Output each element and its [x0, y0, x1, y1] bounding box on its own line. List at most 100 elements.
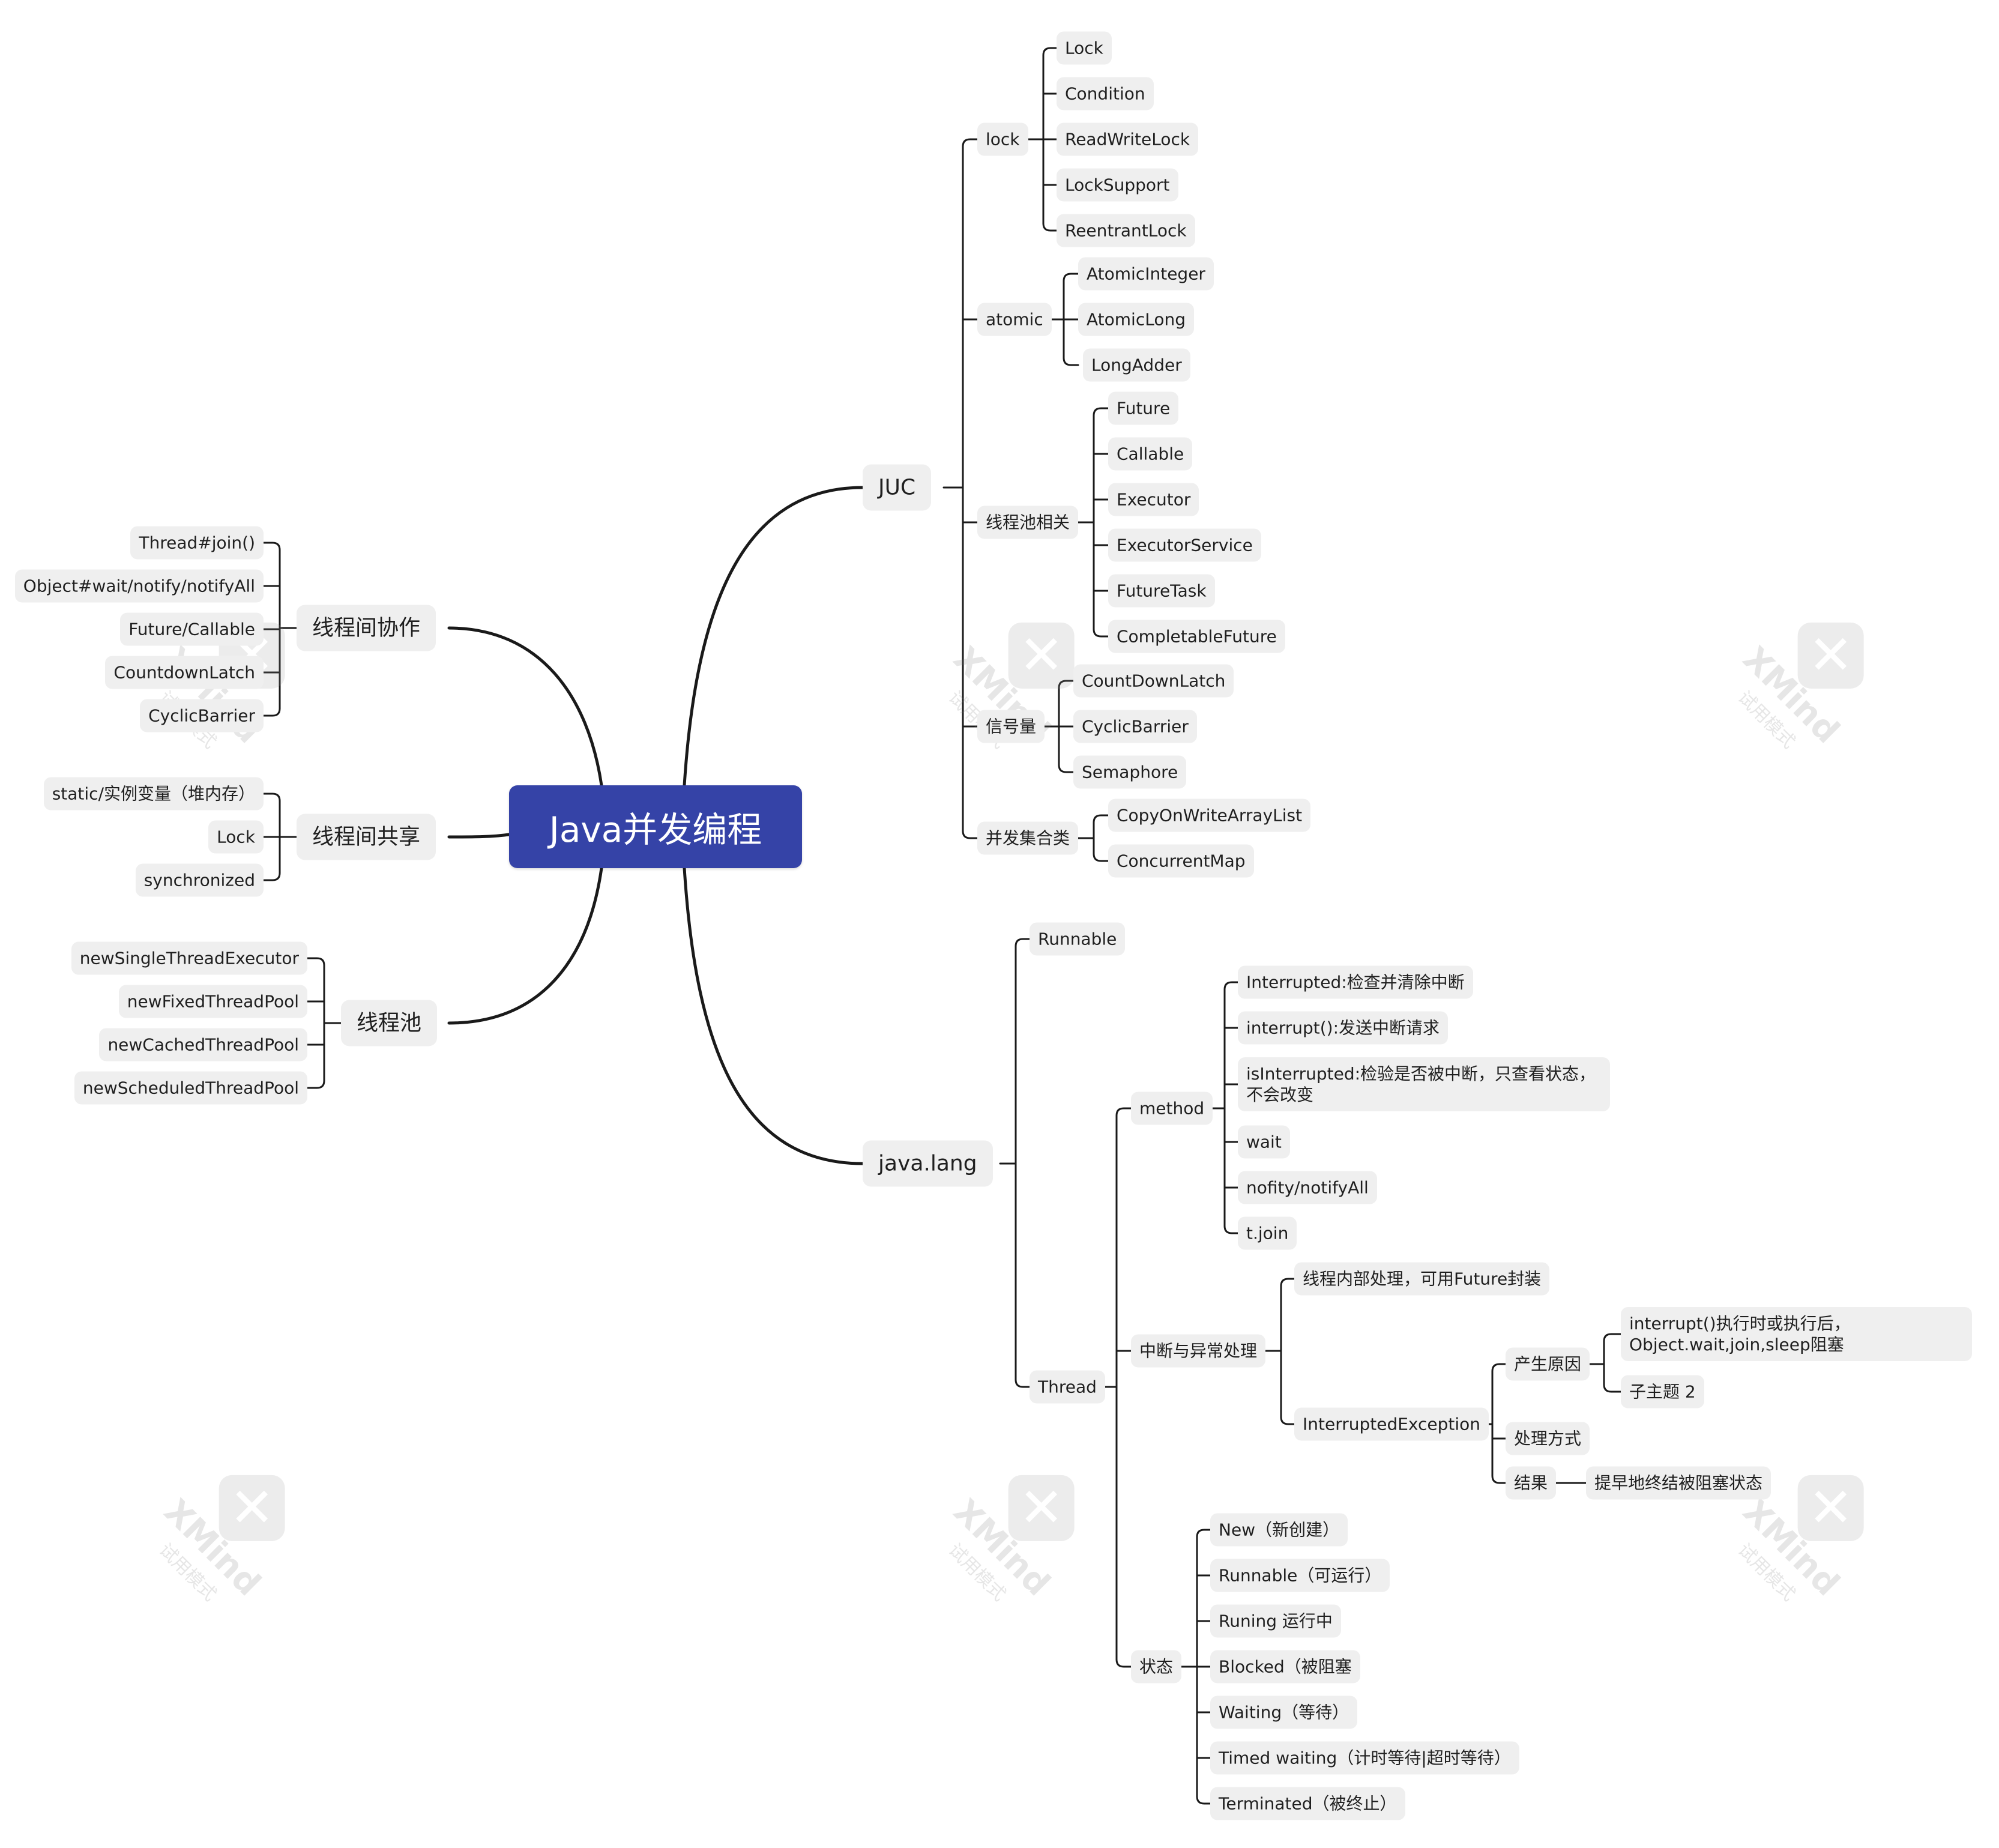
atomic-item[interactable]: AtomicLong [1078, 303, 1194, 336]
interrupt-inner[interactable]: 线程内部处理，可用Future封装 [1294, 1262, 1550, 1296]
connector-line [1063, 357, 1079, 366]
method-item[interactable]: wait [1238, 1125, 1290, 1159]
connector-line [1223, 1225, 1239, 1234]
state-item[interactable]: Runnable（可运行） [1210, 1559, 1390, 1592]
connector-line [1015, 938, 1031, 947]
state-item[interactable]: Waiting（等待） [1210, 1696, 1358, 1729]
connector-line [1042, 222, 1058, 232]
atomic-item[interactable]: AtomicInteger [1078, 257, 1214, 291]
coll-item[interactable]: ConcurrentMap [1108, 844, 1254, 878]
tpool-item[interactable]: newSingleThreadExecutor [71, 941, 307, 975]
connector-line [962, 830, 978, 839]
method-item[interactable]: nofity/notifyAll [1238, 1171, 1377, 1204]
branch-threadpool[interactable]: 线程池 [341, 1000, 438, 1046]
root-to-coop [447, 626, 603, 787]
connector-line [1115, 1658, 1132, 1668]
sem-item[interactable]: CyclicBarrier [1073, 710, 1197, 743]
juc-semaphore[interactable]: 信号量 [977, 710, 1045, 743]
thread-method[interactable]: method [1131, 1092, 1213, 1125]
coll-item[interactable]: CopyOnWriteArrayList [1108, 799, 1311, 832]
connector-line [1015, 1378, 1031, 1388]
connector-line [1603, 1383, 1622, 1393]
method-item[interactable]: interrupt():发送中断请求 [1238, 1011, 1449, 1045]
root-to-share [447, 833, 511, 839]
coop-item[interactable]: Future/Callable [120, 612, 264, 646]
connector-line [262, 707, 281, 717]
connector-line [306, 957, 325, 967]
state-item[interactable]: Timed waiting（计时等待|超时等待） [1210, 1741, 1519, 1775]
share-item[interactable]: Lock [208, 820, 264, 854]
root-topic[interactable]: Java并发编程 [509, 785, 802, 868]
connector-line [1491, 1475, 1507, 1484]
branch-juc[interactable]: JUC [863, 464, 932, 511]
connector-line [262, 793, 281, 802]
atomic-item[interactable]: LongAdder [1083, 348, 1190, 382]
tpool-item[interactable]: newFixedThreadPool [118, 985, 307, 1018]
interrupted-exception[interactable]: InterruptedException [1294, 1407, 1489, 1441]
connector-line [962, 138, 978, 148]
root-to-threadpool [447, 866, 603, 1025]
sem-item[interactable]: Semaphore [1073, 755, 1187, 789]
cause-item[interactable]: interrupt()执行时或执行后，Object.wait,join,slee… [1621, 1307, 1972, 1361]
state-item[interactable]: New（新创建） [1210, 1513, 1348, 1547]
pool-item[interactable]: ExecutorService [1108, 528, 1261, 562]
root-to-juc [683, 486, 864, 787]
connector-line [1115, 1107, 1132, 1117]
branch-thread-coop[interactable]: 线程间协作 [297, 605, 436, 651]
pool-item[interactable]: FutureTask [1108, 574, 1215, 608]
coop-item[interactable]: CountdownLatch [105, 656, 264, 689]
sem-item[interactable]: CountDownLatch [1073, 664, 1234, 698]
root-to-lang [683, 866, 864, 1165]
connector-line [1058, 764, 1075, 773]
thread-interrupt-handling[interactable]: 中断与异常处理 [1131, 1334, 1266, 1368]
juc-atomic[interactable]: atomic [977, 303, 1052, 336]
method-item[interactable]: t.join [1238, 1216, 1297, 1250]
lock-item[interactable]: ReentrantLock [1057, 214, 1195, 247]
connector-line [1196, 1529, 1211, 1538]
juc-collections[interactable]: 并发集合类 [977, 821, 1079, 855]
lang-runnable[interactable]: Runnable [1030, 922, 1126, 956]
coop-item[interactable]: CyclicBarrier [140, 699, 264, 732]
ie-result[interactable]: 结果 [1506, 1466, 1557, 1500]
connector-line [1223, 981, 1239, 991]
lang-thread[interactable]: Thread [1030, 1370, 1105, 1404]
connector-line [1058, 680, 1075, 689]
pool-item[interactable]: Executor [1108, 483, 1199, 516]
lock-item[interactable]: ReadWriteLock [1057, 122, 1199, 156]
branch-java-lang[interactable]: java.lang [863, 1140, 993, 1187]
lock-item[interactable]: Lock [1057, 31, 1112, 65]
pool-item[interactable]: Callable [1108, 437, 1193, 471]
connector-line [306, 1080, 325, 1089]
branch-thread-share[interactable]: 线程间共享 [297, 814, 436, 860]
state-item[interactable]: Blocked（被阻塞 [1210, 1650, 1360, 1683]
lock-item[interactable]: Condition [1057, 77, 1154, 110]
connector-line [1093, 814, 1109, 824]
juc-lock[interactable]: lock [977, 122, 1028, 156]
juc-threadpool[interactable]: 线程池相关 [977, 506, 1079, 539]
pool-item[interactable]: CompletableFuture [1108, 620, 1285, 653]
share-item[interactable]: synchronized [135, 863, 264, 897]
tpool-item[interactable]: newScheduledThreadPool [74, 1071, 307, 1105]
ie-cause[interactable]: 产生原因 [1506, 1347, 1590, 1381]
coop-item[interactable]: Thread#join() [130, 526, 264, 560]
connector-line [1093, 407, 1109, 417]
result-value[interactable]: 提早地终结被阻塞状态 [1586, 1466, 1771, 1500]
pool-item[interactable]: Future [1108, 391, 1179, 425]
coop-item[interactable]: Object#wait/notify/notifyAll [14, 569, 264, 603]
connector-line [1063, 273, 1079, 282]
share-item[interactable]: static/实例变量（堆内存） [43, 777, 264, 811]
connector-line [1491, 1363, 1507, 1372]
tpool-item[interactable]: newCachedThreadPool [99, 1028, 307, 1061]
state-item[interactable]: Terminated（被终止） [1210, 1787, 1405, 1820]
lock-item[interactable]: LockSupport [1057, 168, 1178, 202]
method-item[interactable]: Interrupted:检查并清除中断 [1238, 965, 1473, 999]
ie-handling[interactable]: 处理方式 [1506, 1422, 1590, 1455]
method-item[interactable]: isInterrupted:检验是否被中断，只查看状态，不会改变 [1238, 1057, 1610, 1111]
cause-item[interactable]: 子主题 2 [1621, 1375, 1704, 1409]
connector-line [1093, 628, 1109, 638]
thread-state[interactable]: 状态 [1131, 1650, 1182, 1683]
connector-line [262, 872, 281, 881]
state-item[interactable]: Runing 运行中 [1210, 1604, 1341, 1638]
